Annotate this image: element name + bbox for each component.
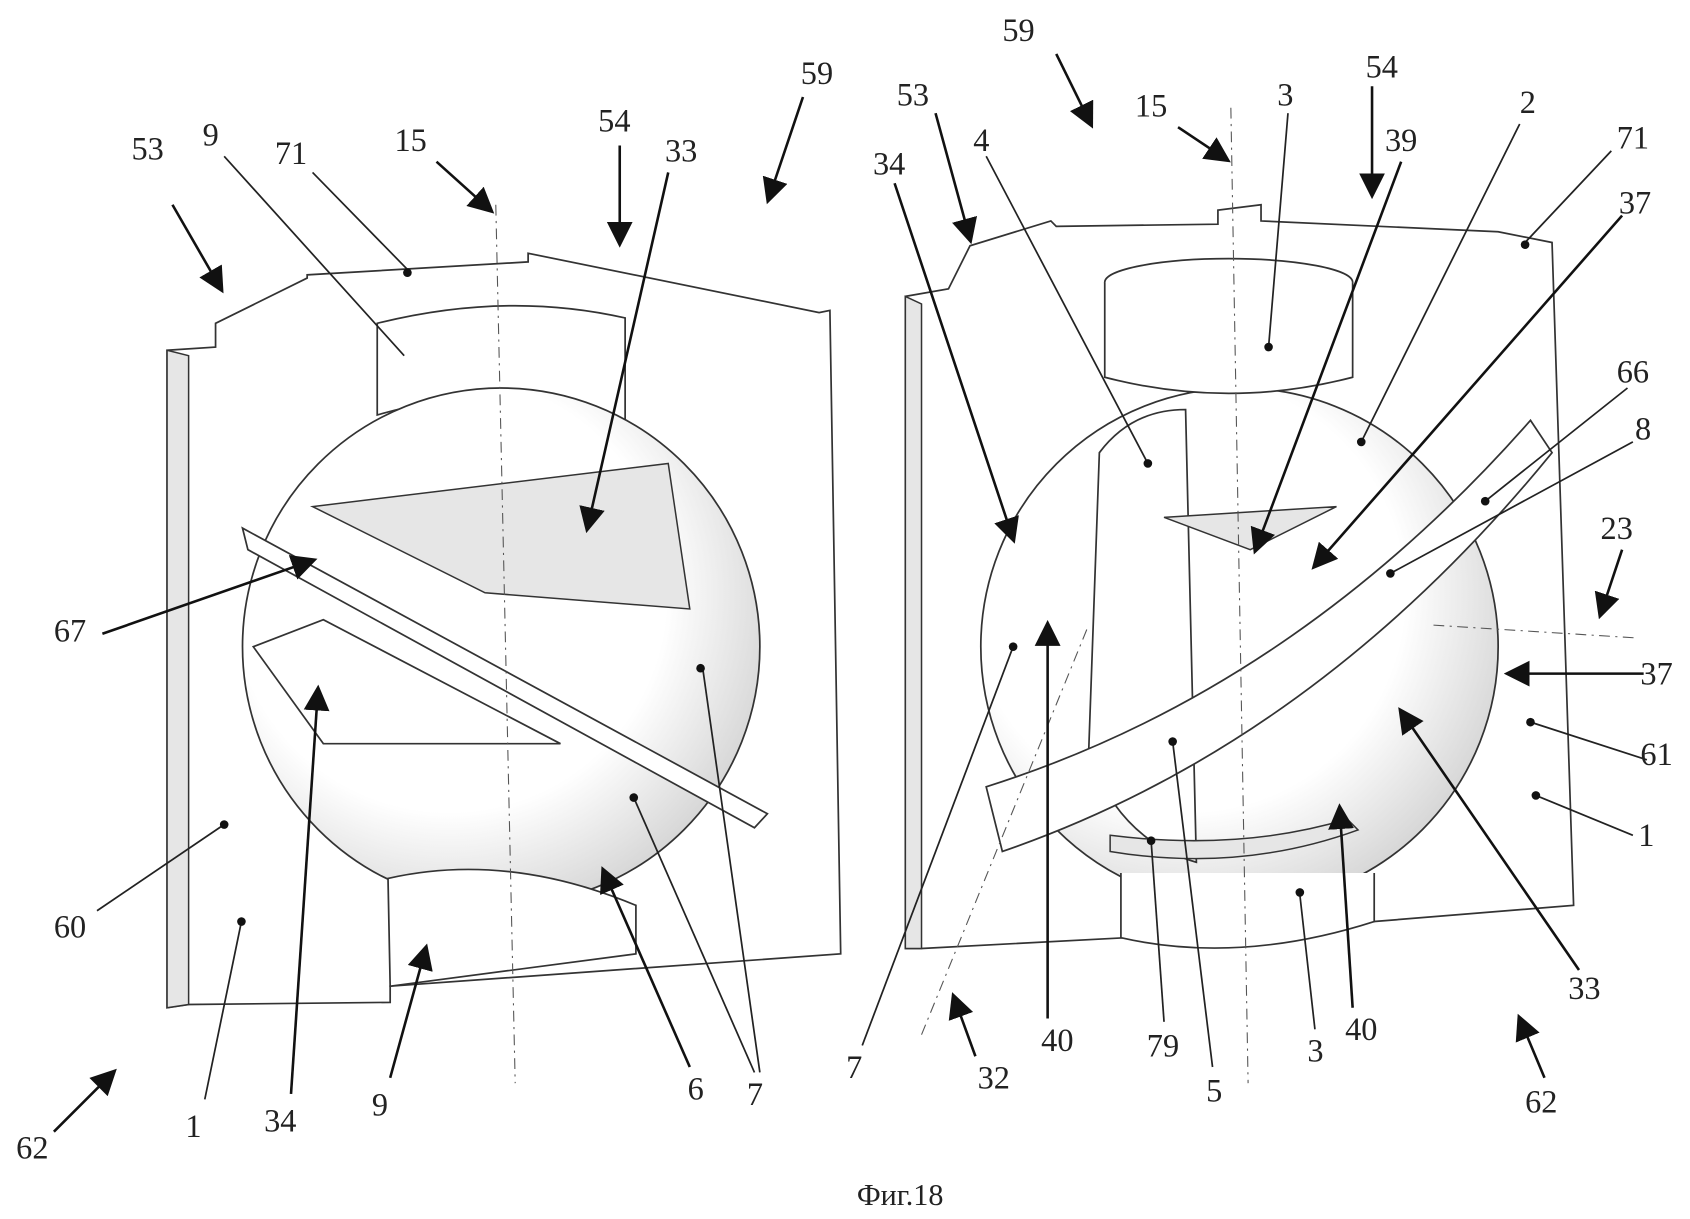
ref-label: 37: [1619, 184, 1651, 220]
ref-label: 59: [1002, 12, 1034, 48]
ref-label: 53: [897, 77, 929, 113]
ref-label: 39: [1385, 122, 1417, 158]
ref-label: 9: [372, 1087, 388, 1123]
ref-label: 66: [1617, 354, 1649, 390]
ref-label: 79: [1147, 1027, 1179, 1063]
ref-label: 7: [747, 1076, 763, 1112]
left-valve-half: [167, 205, 841, 1083]
ref-label: 37: [1640, 655, 1672, 691]
ref-label: 71: [1617, 120, 1649, 156]
ref-label: 5: [1206, 1073, 1222, 1109]
ref-label: 32: [978, 1060, 1010, 1096]
ref-label: 3: [1307, 1033, 1323, 1069]
ref-label: 34: [873, 146, 905, 182]
ref-label: 8: [1635, 411, 1651, 447]
ref-label: 3: [1277, 77, 1293, 113]
right-valve-half: [905, 108, 1638, 1083]
ref-label: 33: [1568, 970, 1600, 1006]
ref-label: 1: [1638, 817, 1654, 853]
ref-label: 62: [16, 1130, 48, 1166]
ref-label: 40: [1041, 1022, 1073, 1058]
ref-label: 67: [54, 612, 86, 648]
ref-label: 4: [973, 122, 989, 158]
ref-label: 61: [1640, 736, 1672, 772]
figure-caption: Фиг.18: [857, 1178, 944, 1212]
ref-label: 62: [1525, 1083, 1557, 1119]
ref-label: 54: [1366, 49, 1398, 85]
ref-label: 59: [801, 55, 833, 91]
ref-label: 15: [1135, 87, 1167, 123]
ref-label: 7: [846, 1049, 862, 1085]
ref-label: 53: [131, 131, 163, 167]
ref-label: 40: [1345, 1011, 1377, 1047]
ref-label: 60: [54, 909, 86, 945]
ref-label: 1: [185, 1108, 201, 1144]
ref-label: 2: [1520, 84, 1536, 120]
ref-label: 71: [275, 135, 307, 171]
ref-label: 54: [598, 102, 630, 138]
ref-label: 15: [394, 122, 426, 158]
ref-label: 6: [688, 1070, 704, 1106]
ref-label: 9: [203, 117, 219, 153]
ref-label: 33: [665, 133, 697, 169]
ref-label: 23: [1601, 510, 1633, 546]
ref-label: 34: [264, 1103, 296, 1139]
